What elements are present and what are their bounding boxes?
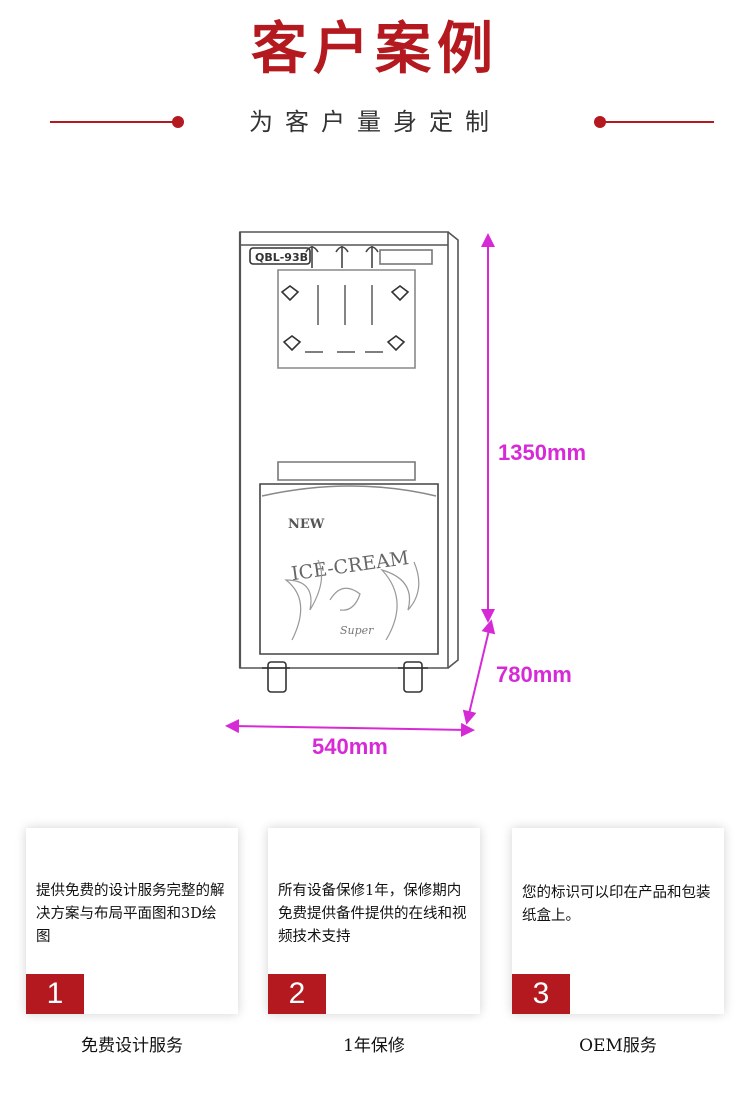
feature-caption-design: 免费设计服务 [81,1036,183,1056]
super-script-label: Super [340,624,374,637]
page-subtitle: 为客户量身定制 [249,108,501,136]
depth-dimension-arrow [462,619,496,725]
feature-caption-warranty: 1年保修 [343,1036,405,1056]
feature-caption-oem: OEM服务 [579,1036,657,1056]
feature-card-text: 提供免费的设计服务完整的解决方案与布局平面图和3D绘图 [36,883,225,945]
width-dimension-label: 540mm [312,734,388,759]
new-label: NEW [288,517,325,532]
subtitle-row: 为客户量身定制 [0,104,750,140]
feature-card-warranty: 所有设备保修1年，保修期内免费提供备件提供的在线和视频技术支持 2 [268,828,480,1014]
feature-card-design: 提供免费的设计服务完整的解决方案与布局平面图和3D绘图 1 [26,828,238,1014]
depth-dimension-label: 780mm [496,662,572,687]
left-divider-dot [172,116,184,128]
model-label: QBL-93B [255,251,308,264]
left-divider-line [50,121,176,123]
right-divider-line [600,121,714,123]
ice-cream-banner: ICE-CREAM [290,547,410,585]
feature-card-number: 2 [268,974,326,1014]
feature-card-oem: 您的标识可以印在产品和包装纸盒上。 3 [512,828,724,1014]
feature-card-text: 您的标识可以印在产品和包装纸盒上。 [522,885,711,924]
height-dimension-label: 1350mm [498,440,587,465]
width-dimension-arrow [225,719,475,737]
feature-card-number: 1 [26,974,84,1014]
page-title: 客户案例 [251,17,499,82]
feature-card-text: 所有设备保修1年，保修期内免费提供备件提供的在线和视频技术支持 [278,883,467,945]
ice-cream-machine-drawing: QBL-93B NEW ICE-CREAM Super [225,231,496,737]
product-illustration: QBL-93B NEW ICE-CREAM Super 1350mm 780mm… [225,231,587,759]
ice-cream-swirl-sketch [284,559,420,641]
feature-card-number: 3 [512,974,570,1014]
machine-body [238,231,459,693]
